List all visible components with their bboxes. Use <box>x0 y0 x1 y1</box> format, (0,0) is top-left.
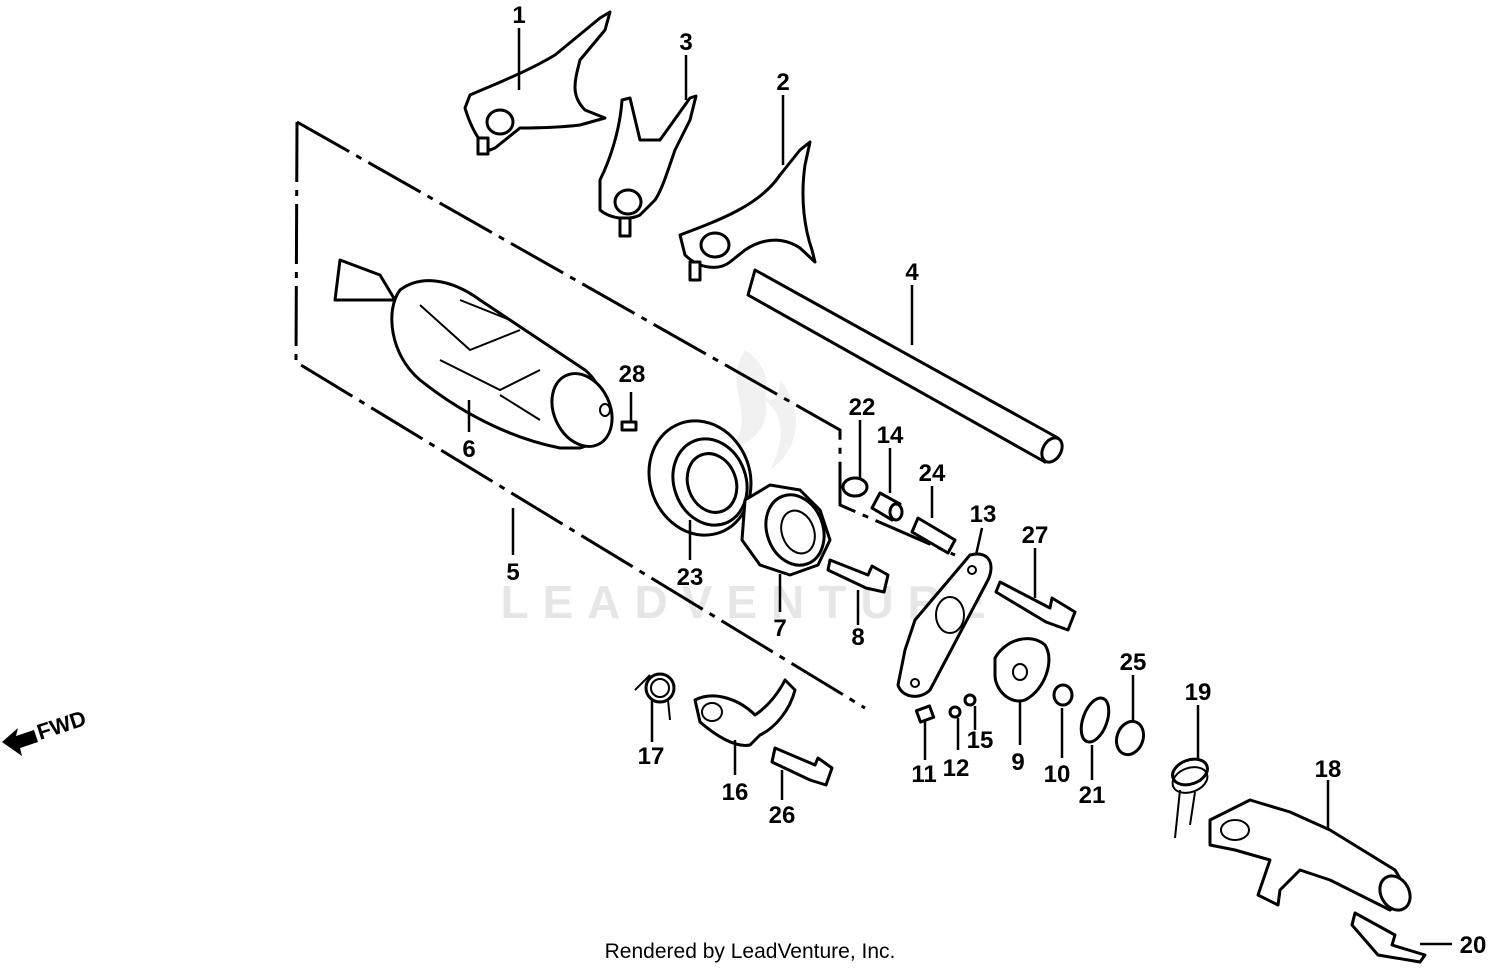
callout-28: 28 <box>619 361 646 388</box>
callout-16: 16 <box>722 779 749 806</box>
part-bolt-26 <box>770 746 834 787</box>
callout-20: 20 <box>1460 932 1487 959</box>
callout-6: 6 <box>462 436 475 463</box>
callout-21: 21 <box>1079 782 1106 809</box>
forward-direction-indicator: FWD <box>2 705 89 756</box>
callout-11: 11 <box>911 761 936 788</box>
callout-17: 17 <box>638 743 665 770</box>
part-shift-fork-3 <box>598 94 698 238</box>
callout-22: 22 <box>849 394 876 421</box>
footer-credit: Rendered by LeadVenture, Inc. <box>605 940 896 963</box>
watermark-flame-icon <box>730 350 797 470</box>
part-stopper-plate-13 <box>896 552 993 698</box>
leader-lines <box>467 28 1452 946</box>
callout-26: 26 <box>769 802 796 829</box>
part-shift-fork-2 <box>678 140 817 282</box>
callout-18: 18 <box>1315 756 1342 783</box>
part-gearshift-spindle-18 <box>1208 798 1412 912</box>
watermark-text: LEADVENTURE <box>500 576 999 628</box>
callout-15: 15 <box>967 727 994 754</box>
callout-10: 10 <box>1044 761 1071 788</box>
part-spring-15 <box>963 693 977 707</box>
part-pin-12 <box>948 705 962 719</box>
part-shift-arm-16 <box>693 678 797 747</box>
callout-12: 12 <box>943 755 970 782</box>
part-drum-center-7 <box>740 483 832 577</box>
fwd-label: FWD <box>34 705 89 744</box>
part-fork-shaft-4 <box>746 268 1064 464</box>
callout-24: 24 <box>919 460 946 487</box>
part-bearing-23 <box>647 419 753 537</box>
part-collar-14 <box>870 491 904 522</box>
assembly-outline-box <box>294 120 956 710</box>
forward-arrow-icon <box>2 728 38 756</box>
part-shift-drum-6 <box>333 258 614 450</box>
part-circlip-25 <box>1114 719 1146 757</box>
callout-25: 25 <box>1120 649 1147 676</box>
part-spring-19 <box>1171 757 1209 839</box>
callout-8: 8 <box>851 624 864 651</box>
callout-14: 14 <box>877 422 904 449</box>
part-bolt-27 <box>994 580 1077 632</box>
part-bolt-20 <box>1350 911 1427 964</box>
callout-4: 4 <box>905 259 919 286</box>
part-dowel-24 <box>910 516 957 555</box>
callout-19: 19 <box>1185 679 1212 706</box>
callout-2: 2 <box>776 69 789 96</box>
part-washer-22 <box>841 476 869 498</box>
part-stopper-arm-9 <box>993 637 1051 703</box>
callout-7: 7 <box>773 615 786 642</box>
part-bolt-8 <box>826 558 890 594</box>
part-collar-11 <box>914 704 936 724</box>
part-washer-21 <box>1079 696 1111 744</box>
callout-1: 1 <box>512 2 525 29</box>
callout-23: 23 <box>677 564 704 591</box>
part-pin-28 <box>620 420 638 432</box>
part-collar-10 <box>1052 683 1074 707</box>
callout-3: 3 <box>679 29 692 56</box>
callout-27: 27 <box>1022 522 1049 549</box>
callout-5: 5 <box>506 559 519 586</box>
callout-13: 13 <box>970 501 997 528</box>
part-shift-fork-1 <box>463 10 612 156</box>
callout-9: 9 <box>1011 749 1024 776</box>
part-return-spring-17 <box>634 672 676 721</box>
callout-labels: 1 2 3 4 5 6 7 8 9 10 11 12 13 14 15 16 1… <box>462 2 1486 959</box>
